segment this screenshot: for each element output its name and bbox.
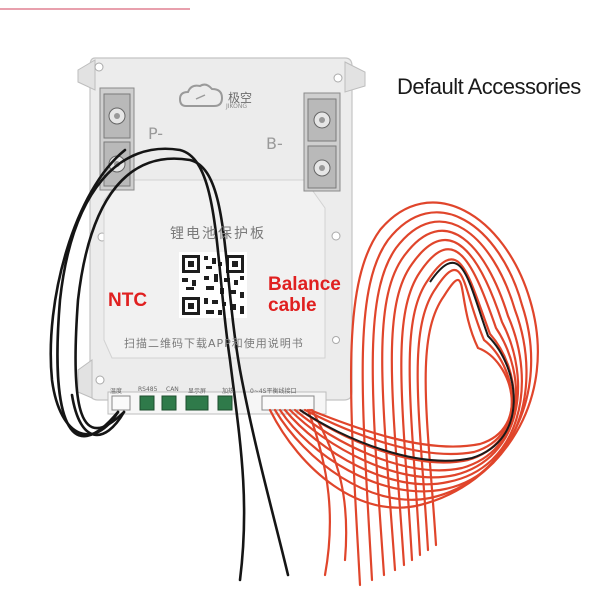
mount-tab-left: [77, 59, 96, 91]
brand-subtitle: JIKONG: [226, 103, 248, 110]
connector-display: [185, 395, 209, 411]
port-label-heat: 加热: [222, 388, 235, 395]
port-label-display: 显示屏: [188, 388, 207, 395]
balance-cable-callout: Balance cable: [268, 274, 341, 316]
connector-ntc: [111, 395, 131, 411]
mount-hole: [333, 73, 343, 83]
ntc-cable: [49, 147, 290, 582]
terminal-p-label: P-: [148, 124, 164, 143]
mount-hole: [94, 62, 104, 72]
connector-can: [161, 395, 177, 411]
scan-instruction: 扫描二维码下载APP和使用说明书: [124, 337, 304, 350]
balance-callout-line2: cable: [268, 295, 317, 316]
port-label-ntc: 温度: [110, 388, 123, 395]
connector-rs485: [139, 395, 155, 411]
port-label-balance: 0~4S平衡线接口: [250, 388, 297, 395]
balance-callout-line1: Balance: [268, 274, 341, 295]
brand-name: 极空: [228, 91, 253, 105]
mount-hole: [95, 375, 105, 385]
mount-tab-right: [344, 61, 366, 93]
ntc-callout: NTC: [108, 290, 148, 311]
top-divider: [0, 8, 190, 10]
board-title: 锂电池保护板: [170, 226, 266, 242]
connector-balance: [261, 395, 315, 411]
connector-heat: [217, 395, 233, 411]
qr-code: [179, 252, 247, 318]
balance-black-wire: [299, 261, 515, 462]
port-label-rs485: RS485: [138, 386, 158, 393]
mount-tab-bottom-left: [77, 359, 93, 399]
mount-hole: [331, 231, 341, 241]
port-label-can: CAN: [166, 386, 179, 393]
balance-cable: [268, 201, 539, 587]
mount-hole: [332, 336, 340, 344]
terminal-b-label: B-: [266, 134, 283, 153]
page-title: Default Accessories: [397, 74, 581, 99]
cloud-logo-icon: [178, 83, 224, 107]
